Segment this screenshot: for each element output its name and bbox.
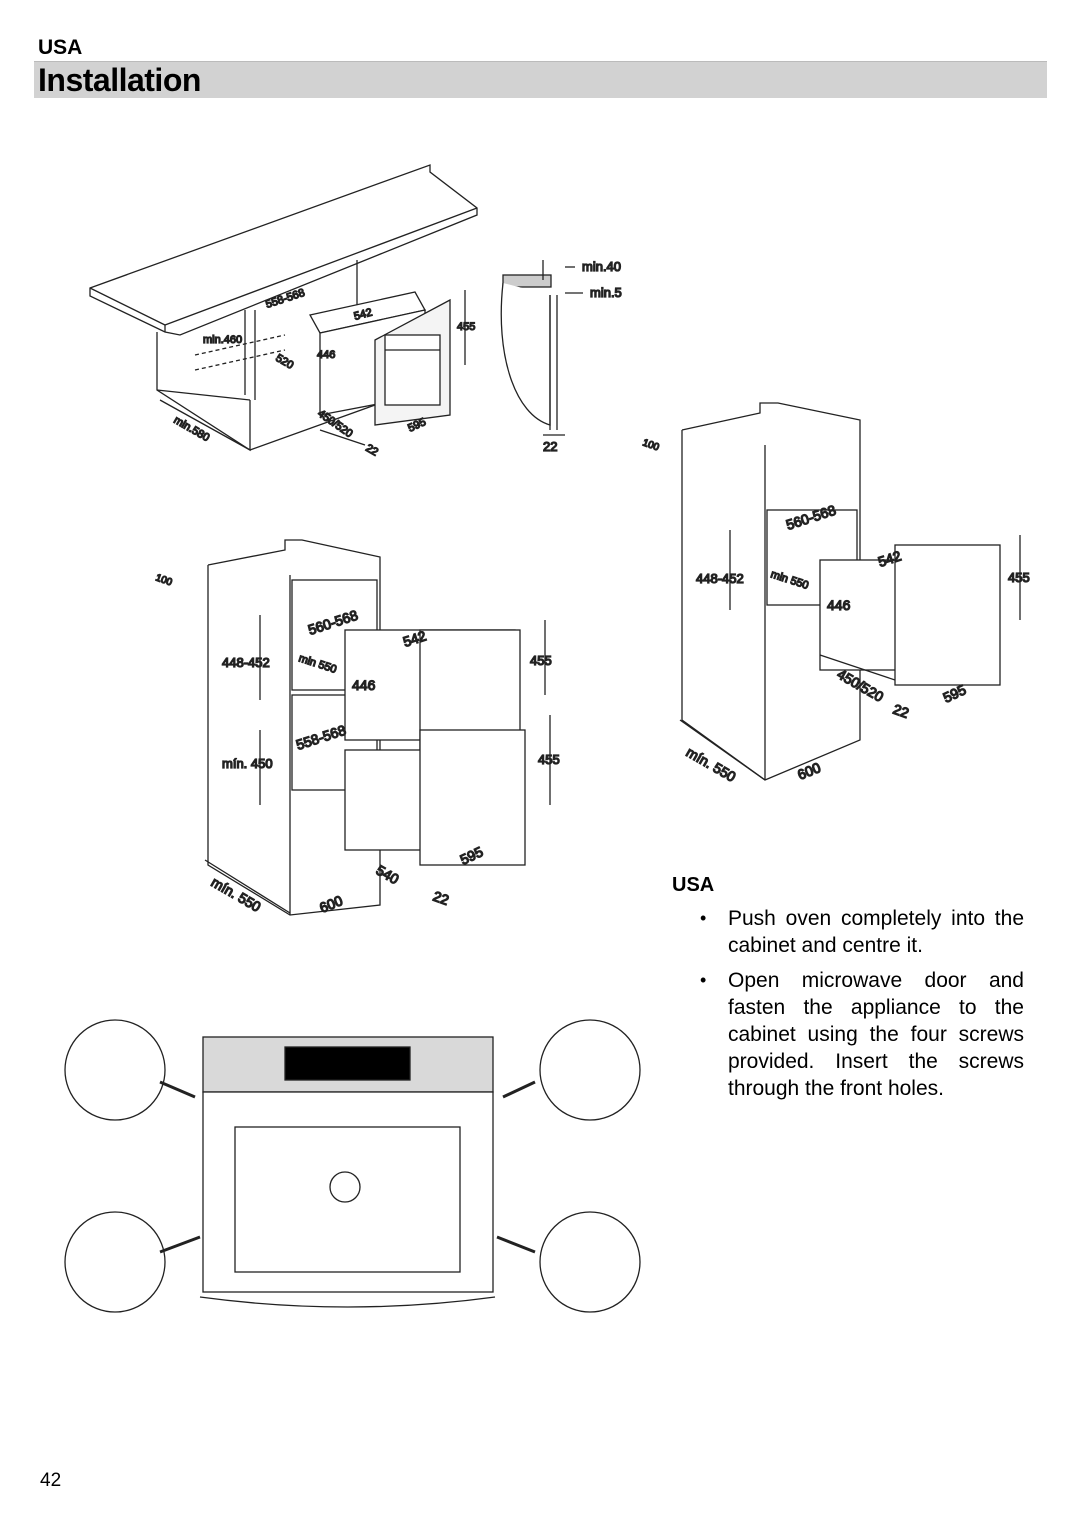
dim-455-top: 455 [530,653,552,668]
dim-446: 446 [352,677,376,693]
countertop-installation-diagram: 558-568 min.460 520 min.580 542 446 450/… [85,160,485,470]
instruction-text: Push oven completely into the cabinet an… [728,907,1024,957]
instructions-heading: USA [672,874,715,896]
dim-600: 600 [317,892,345,916]
dim-455-bottom: 455 [538,752,560,767]
dim-448-452: 448-452 [222,655,270,670]
dim-542: 542 [876,547,903,570]
dim-542: 542 [401,627,428,650]
dim-min-460: min.460 [203,334,242,346]
dim-22-bottom: 22 [543,439,557,454]
instructions-list: • Push oven completely into the cabinet … [672,905,1024,1102]
dim-100: 100 [641,437,661,453]
dim-520: 520 [274,352,296,372]
list-item: • Open microwave door and fasten the app… [672,967,1024,1102]
page-number: 42 [40,1470,62,1491]
dim-min-550-base: mín. 550 [684,744,739,785]
dim-446: 446 [317,349,335,361]
dim-22: 22 [431,888,451,908]
region-label: USA [38,36,83,59]
side-profile-diagram: min.40 min.5 22 [495,255,640,460]
dim-446: 446 [827,597,851,613]
dim-22: 22 [891,701,911,721]
bullet-icon: • [700,970,707,990]
dim-min-5: min.5 [590,285,622,300]
dim-min-40: min.40 [582,259,621,274]
list-item: • Push oven completely into the cabinet … [672,905,1024,959]
section-title-bar: Installation [34,61,1047,98]
instructions-block: USA • Push oven completely into the cabi… [672,874,1024,1110]
tall-cabinet-double-diagram: 100 560-568 448-452 min 550 542 446 455 … [150,535,580,930]
dim-540: 540 [374,862,402,888]
dim-455: 455 [1008,570,1030,585]
dim-min-580: min.580 [172,414,212,444]
tall-cabinet-single-diagram: 100 560-568 448-452 min 550 542 446 455 … [630,395,1050,815]
dim-100: 100 [154,572,174,588]
bullet-icon: • [700,908,707,928]
screw-fastening-diagram [35,1012,665,1322]
page-title: Installation [38,62,201,98]
dim-448-452: 448-452 [696,571,744,586]
dim-min-450: mín. 450 [222,756,273,771]
dim-22: 22 [364,442,381,459]
dim-455: 455 [457,321,475,333]
dim-600: 600 [795,759,823,783]
dim-542: 542 [353,307,374,323]
instruction-text: Open microwave door and fasten the appli… [728,969,1024,1100]
